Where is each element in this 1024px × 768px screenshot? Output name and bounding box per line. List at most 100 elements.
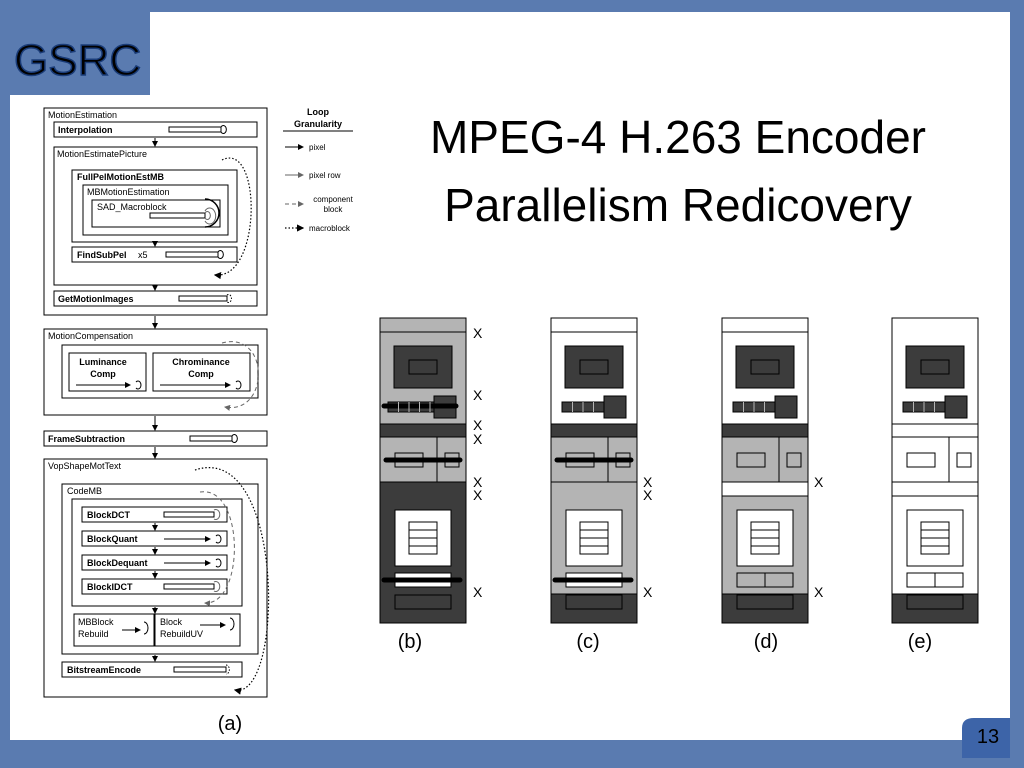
d-s1	[721, 317, 809, 333]
c-mark-1: X	[643, 487, 653, 503]
frame-subtraction-label: FrameSubtraction	[48, 434, 125, 444]
vop-shape-box	[43, 458, 268, 698]
caption-e: (e)	[908, 631, 932, 653]
diagram-a: MotionEstimation Interpolation MotionEst…	[43, 107, 270, 698]
b-mark-3: X	[473, 431, 483, 447]
frame-subtraction-box	[43, 430, 268, 447]
bitstream-encode-loop	[173, 666, 227, 673]
c-mark-0: X	[643, 474, 653, 490]
right-band	[1010, 0, 1024, 768]
legend-macroblock: macroblock	[309, 224, 351, 233]
mbblock-label-2: Rebuild	[78, 629, 109, 639]
d-fs	[721, 423, 809, 438]
mb-motion-estimation-label: MBMotionEstimation	[87, 187, 170, 197]
e-mc-1	[906, 452, 936, 468]
sad-loop-icon	[204, 207, 217, 225]
block-dct-box	[81, 506, 228, 523]
block-dct-loop-icon	[213, 509, 221, 520]
block-idct-loop	[163, 583, 215, 590]
logo-band	[0, 0, 150, 95]
mbblock-loop-icon	[143, 621, 149, 635]
luminance-loop-icon	[135, 380, 142, 390]
b-mark-6: X	[473, 584, 483, 600]
legend-pixel-row: pixel row	[309, 171, 341, 180]
b-mark-1: X	[473, 387, 483, 403]
get-motion-images-box	[53, 290, 258, 307]
d-me-small	[750, 359, 780, 375]
c-me-small	[579, 359, 609, 375]
get-motion-images-loop-icon	[226, 294, 232, 303]
find-sub-pel-loop	[165, 251, 219, 258]
c-fs	[550, 423, 638, 438]
get-motion-images-loop	[178, 295, 228, 302]
motion-compensation-label: MotionCompensation	[48, 331, 133, 341]
vop-shape-label: VopShapeMotText	[48, 461, 122, 471]
block-dct-label: BlockDCT	[87, 510, 131, 520]
code-block-lines	[409, 529, 949, 547]
motion-compensation-inner	[61, 344, 259, 399]
c-be	[565, 594, 623, 610]
legend-component: component	[313, 195, 353, 204]
variant-d	[721, 317, 809, 624]
sad-loop-outer	[204, 198, 220, 228]
d-mark-0: X	[814, 474, 824, 490]
sad-macroblock-label: SAD_Macroblock	[97, 202, 167, 212]
b-mark-0: X	[473, 325, 483, 341]
frame-subtraction-loop-icon	[231, 434, 238, 443]
c-gmi-2	[603, 395, 627, 419]
sad-loop	[149, 212, 206, 219]
caption-a: (a)	[218, 713, 242, 735]
legend-pixel: pixel	[309, 143, 326, 152]
bitstream-encode-loop-icon	[225, 664, 230, 675]
c-mark-2: X	[643, 584, 653, 600]
code-mb-box	[61, 483, 259, 655]
mb-motion-estimation-box	[82, 184, 229, 236]
find-sub-pel-box	[71, 246, 238, 263]
full-pel-label: FullPelMotionEstMB	[77, 172, 164, 182]
block-quant-loop-icon	[215, 534, 222, 544]
block-quant-label: BlockQuant	[87, 534, 138, 544]
b-s1	[379, 317, 467, 333]
d-mark-1: X	[814, 584, 824, 600]
bitstream-encode-box	[61, 661, 243, 678]
e-be	[906, 594, 964, 610]
luminance-label-2: Comp	[90, 369, 116, 379]
vop-shape-mb-loop	[194, 467, 270, 695]
e-mc-2	[956, 452, 972, 468]
block-uv-label-2: RebuildUV	[160, 629, 203, 639]
get-motion-images-label: GetMotionImages	[58, 294, 134, 304]
caption-b: (b)	[398, 631, 422, 653]
chrominance-loop-icon	[235, 380, 242, 390]
variant-e	[891, 317, 979, 624]
interpolation-box	[53, 121, 258, 138]
chrominance-box	[152, 352, 251, 392]
d-mc-1	[736, 452, 766, 468]
logo-text: GSRC	[14, 36, 141, 85]
block-quant-box	[81, 530, 228, 547]
luminance-box	[68, 352, 147, 392]
motion-estimation-label: MotionEstimation	[48, 110, 117, 120]
caption-c: (c)	[576, 631, 599, 653]
d-be	[736, 594, 794, 610]
title-line-1: MPEG-4 H.263 Encoder	[430, 111, 926, 163]
variant-c	[550, 317, 638, 624]
block-uv-loop-icon	[229, 617, 235, 631]
motion-estimation-box	[43, 107, 268, 316]
block-dequant-label: BlockDequant	[87, 558, 148, 568]
block-dequant-loop-icon	[215, 558, 222, 568]
interpolation-label: Interpolation	[58, 125, 113, 135]
title-line-2: Parallelism Redicovery	[444, 179, 912, 231]
d-mc-2	[786, 452, 802, 468]
caption-d: (d)	[754, 631, 778, 653]
code-mb-block-loop	[199, 491, 235, 607]
find-sub-pel-suffix: x5	[138, 250, 148, 260]
b-mark-2: X	[473, 417, 483, 433]
slide-number-tab	[962, 718, 1010, 758]
block-rebuild-uv-box	[154, 613, 241, 647]
chrominance-label-1: Chrominance	[172, 357, 230, 367]
legend-title-2: Granularity	[294, 119, 342, 129]
sad-macroblock-box	[91, 199, 221, 228]
code-mb-label: CodeMB	[67, 486, 102, 496]
interpolation-loop-icon	[220, 125, 227, 134]
